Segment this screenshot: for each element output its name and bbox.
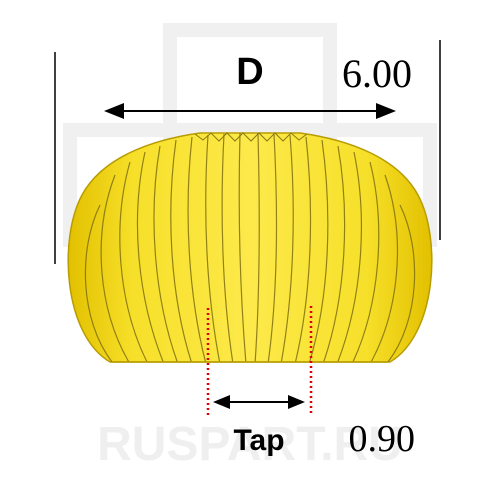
diameter-value: 6.00 [342, 51, 412, 96]
tap-dimension: Tap 0.90 [206, 306, 416, 460]
diameter-label: D [236, 51, 263, 93]
watermark-text: RUSPART.RU [97, 418, 403, 471]
tap-value: 0.90 [349, 418, 416, 460]
diameter-arrowhead-right [376, 103, 396, 119]
diameter-arrowhead-left [104, 103, 124, 119]
diameter-dimension: D 6.00 [54, 40, 441, 264]
tap-arrowhead-right [288, 395, 305, 409]
tap-label: Tap [233, 424, 284, 457]
crown [67, 132, 433, 363]
crown-top-serration [194, 132, 308, 142]
crown-ribs [84, 133, 416, 362]
tap-arrowhead-left [213, 395, 230, 409]
crown-body [67, 132, 433, 363]
